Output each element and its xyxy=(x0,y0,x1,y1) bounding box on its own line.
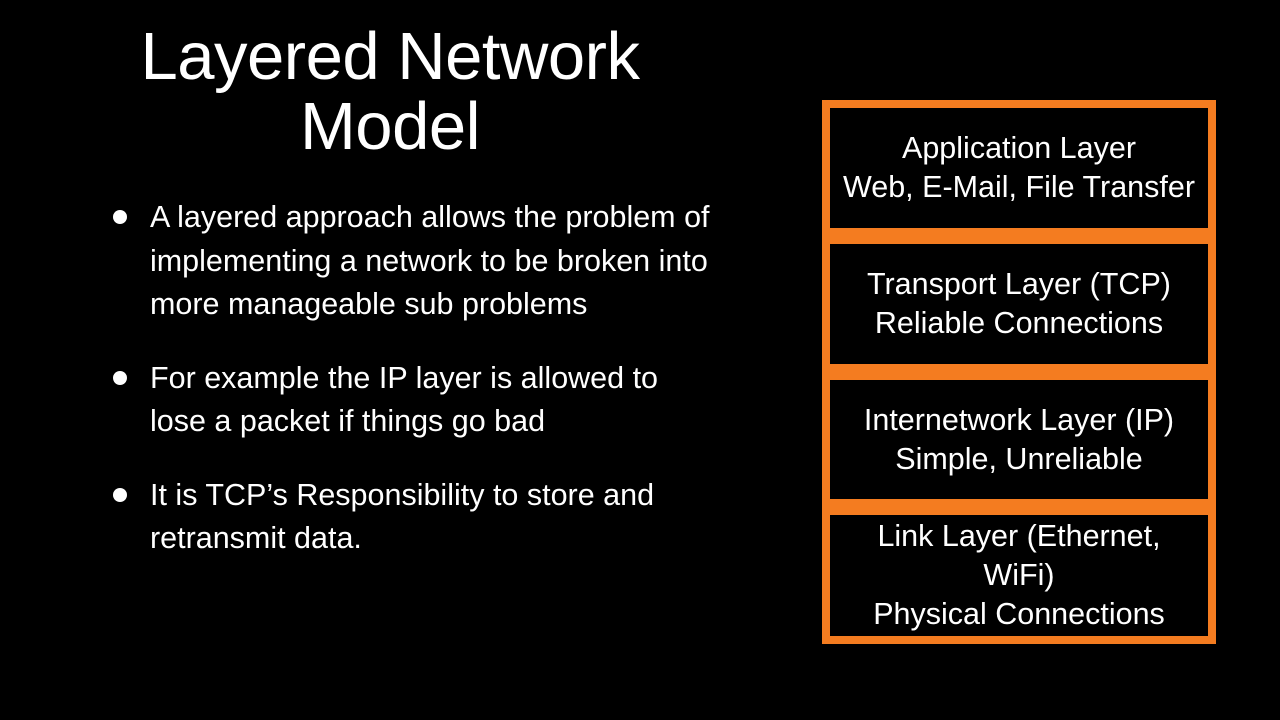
layer-name: Transport Layer (TCP) xyxy=(867,267,1171,301)
layer-stack-diagram: Application Layer Web, E-Mail, File Tran… xyxy=(822,100,1216,644)
bullet-dot-icon xyxy=(113,370,127,385)
bullet-dot-icon xyxy=(113,487,127,502)
list-item: It is TCP’s Responsibility to store and … xyxy=(100,474,720,561)
bullet-dot-icon xyxy=(113,210,127,224)
layer-detail: Physical Connections xyxy=(873,597,1165,631)
list-item: A layered approach allows the problem of… xyxy=(100,196,720,327)
list-item-text: It is TCP’s Responsibility to store and … xyxy=(150,477,655,556)
list-item-text: A layered approach allows the problem of… xyxy=(150,200,710,321)
layer-box-internetwork: Internetwork Layer (IP) Simple, Unreliab… xyxy=(822,372,1216,507)
list-item-text: For example the IP layer is allowed to l… xyxy=(150,360,659,439)
layer-box-link: Link Layer (Ethernet, WiFi) Physical Con… xyxy=(822,507,1216,644)
layer-box-transport: Transport Layer (TCP) Reliable Connectio… xyxy=(822,236,1216,372)
layer-detail: Simple, Unreliable xyxy=(895,441,1143,476)
layer-detail: Web, E-Mail, File Transfer xyxy=(843,170,1195,204)
layer-detail: Reliable Connections xyxy=(874,306,1164,340)
bullet-list: A layered approach allows the problem of… xyxy=(100,196,720,591)
list-item: For example the IP layer is allowed to l… xyxy=(100,357,720,444)
left-content-column: Layered Network Model A layered approach… xyxy=(100,19,720,591)
layer-name: Internetwork Layer (IP) xyxy=(863,402,1175,437)
layer-box-application: Application Layer Web, E-Mail, File Tran… xyxy=(822,100,1216,236)
page-title: Layered Network Model xyxy=(140,19,640,164)
layer-name: Application Layer xyxy=(902,131,1136,165)
layer-name: Link Layer (Ethernet, WiFi) xyxy=(877,519,1161,592)
